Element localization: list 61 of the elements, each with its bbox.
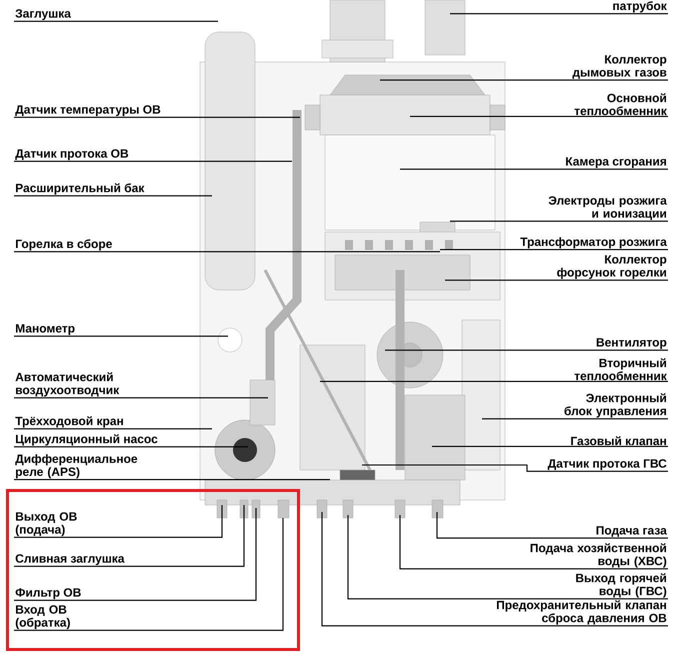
leader-line (14, 446, 248, 448)
part-label: Трансформатор розжига (520, 237, 667, 248)
part-label: Сливная заглушка (16, 554, 125, 566)
part-label: Предохранительный клапан сброса давления ОВ (496, 600, 666, 625)
part-label: Циркуляционный насос (16, 434, 158, 446)
part-label: Заглушка (15, 9, 71, 20)
part-label: Коллектор дымовых газов (572, 55, 666, 79)
part-label: Дифференциальное реле (APS) (15, 454, 138, 478)
part-label: Датчик протока ГВС (548, 459, 666, 470)
part-label: Горелка в сборе (16, 239, 112, 250)
part-label: Датчик температуры ОВ (15, 105, 160, 116)
part-label: Автоматический воздухоотводчик (16, 372, 120, 397)
leader-line (400, 168, 668, 170)
leader-line (440, 249, 668, 250)
leader-line (450, 220, 668, 222)
leader-line (321, 512, 668, 626)
leader-line (14, 336, 228, 337)
leader-line (14, 508, 257, 601)
part-label: Выход горячей воды (ГВС) (576, 573, 666, 598)
leader-line (14, 195, 212, 196)
leader-line (436, 512, 668, 539)
leader-line (347, 515, 668, 600)
leader-line (385, 350, 668, 351)
part-label: Коллектор форсунок горелки (557, 255, 666, 279)
highlight-frame (6, 489, 300, 651)
part-label: Фильтр ОВ (16, 588, 81, 600)
leader-line (14, 505, 223, 538)
leader-line (14, 116, 300, 118)
part-label: Камера сгорания (566, 157, 666, 168)
leader-line (14, 479, 330, 480)
leader-line (14, 397, 268, 398)
leader-line (14, 505, 245, 567)
leader-line (14, 428, 212, 430)
part-label: Электронный блок управления (564, 393, 666, 418)
leader-line (320, 380, 668, 382)
leader-line (14, 20, 218, 22)
part-label: Вентилятор (596, 338, 666, 349)
part-label: Манометр (16, 324, 75, 335)
part-label: Газовый клапан (571, 436, 666, 446)
part-label: Основной теплообменник (574, 93, 667, 116)
part-label: Вход ОВ (обратка) (16, 605, 70, 630)
part-label: Электроды розжига и ионизации (548, 196, 667, 220)
part-label: Датчик протока ОВ (15, 149, 128, 160)
part-label: Подача хозяйственной воды (ХВС) (530, 543, 666, 568)
part-label: Выход ОВ (подача) (16, 512, 77, 536)
leader-line (410, 116, 668, 117)
leader-line (450, 13, 668, 14)
leader-line (380, 80, 668, 81)
part-label: Расширительный бак (16, 183, 144, 195)
part-label: патрубок (613, 1, 667, 12)
leader-line (399, 515, 668, 570)
leader-line (445, 280, 668, 281)
leader-line (14, 251, 440, 252)
part-label: Подача газа (596, 526, 667, 537)
leader-line (14, 160, 292, 162)
part-label: Трёхходовой кран (15, 416, 123, 428)
leader-line (482, 418, 668, 420)
leader-line (14, 518, 284, 631)
leader-line (362, 464, 668, 472)
part-label: Вторичный теплообменник (574, 358, 667, 380)
leader-line (432, 446, 668, 447)
